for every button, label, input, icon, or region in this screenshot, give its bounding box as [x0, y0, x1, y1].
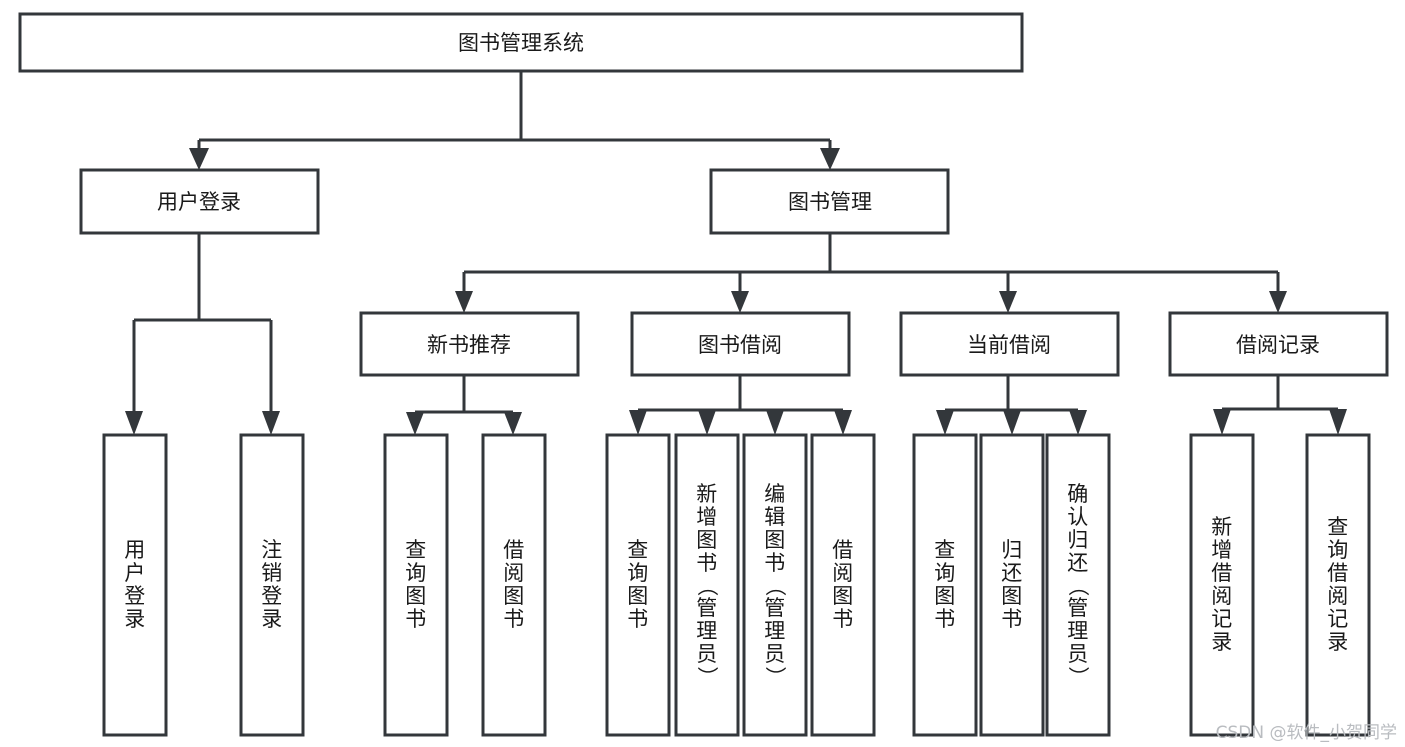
node-root-rect[interactable] — [18, 12, 1024, 73]
leaf-rect-book-borrow-1[interactable] — [605, 433, 671, 737]
leaf-rect-current-borrow-2[interactable] — [979, 433, 1045, 737]
arrow-head-br-leaf-1 — [1213, 409, 1231, 435]
node-book-manage-label: 图书管理 — [788, 190, 872, 214]
arrow-head-bb-leaf-3 — [766, 410, 784, 435]
arrow-head-cb-leaf-2 — [1003, 410, 1021, 435]
leaf-rect-book-borrow-4[interactable] — [810, 433, 876, 737]
arrow-head-new-book — [455, 291, 473, 313]
connector-group-root — [189, 71, 840, 170]
leaf-rect-borrow-record-1[interactable] — [1189, 433, 1255, 737]
arrow-head-book-borrow — [731, 291, 749, 313]
node-user-login[interactable]: 用户登录 — [79, 168, 320, 235]
leaf-rect-borrow-record-2[interactable] — [1305, 433, 1371, 737]
node-borrow-record-label: 借阅记录 — [1236, 333, 1320, 357]
leaf-rect-book-borrow-3[interactable] — [742, 433, 808, 737]
node-new-book-recommend-rect[interactable] — [359, 311, 580, 377]
arrow-head-br-leaf-2 — [1329, 409, 1347, 435]
leaf-rect-current-borrow-1[interactable] — [912, 433, 978, 737]
connector-group-book-borrow-leaves — [629, 375, 852, 435]
leaf-rect-new-book-1[interactable] — [383, 433, 449, 737]
node-current-borrow[interactable]: 当前借阅 — [899, 311, 1120, 377]
connector-group-borrow-record-leaves — [1213, 375, 1347, 435]
arrow-head-current-borrow — [999, 291, 1017, 313]
node-borrow-record-rect[interactable] — [1168, 311, 1389, 377]
node-book-borrow[interactable]: 图书借阅 — [630, 311, 851, 377]
node-current-borrow-rect[interactable] — [899, 311, 1120, 377]
arrow-head-ul-leaf-2 — [262, 411, 280, 435]
connector-group-new-book — [406, 375, 522, 435]
node-book-manage-rect[interactable] — [709, 168, 950, 235]
arrow-head-book-manage — [820, 148, 840, 170]
node-root-label: 图书管理系统 — [458, 31, 584, 55]
node-new-book-recommend-label: 新书推荐 — [427, 333, 511, 357]
arrow-head-bb-leaf-4 — [834, 410, 852, 435]
arrow-head-nb-leaf-1 — [406, 412, 424, 435]
node-user-login-rect[interactable] — [79, 168, 320, 235]
csdn-watermark: CSDN @软件_小贺同学 — [1215, 723, 1397, 743]
leaf-rect-book-borrow-2[interactable] — [674, 433, 740, 737]
arrow-head-cb-leaf-1 — [936, 410, 954, 435]
arrow-head-bb-leaf-2 — [698, 410, 716, 435]
leaf-rect-user-login-2[interactable] — [239, 433, 305, 737]
arrow-head-user-login — [189, 148, 209, 170]
arrow-head-bb-leaf-1 — [629, 410, 647, 435]
leaf-rect-user-login-1[interactable] — [102, 433, 168, 737]
node-root[interactable]: 图书管理系统 — [18, 12, 1024, 73]
leaf-rect-new-book-2[interactable] — [481, 433, 547, 737]
node-user-login-label: 用户登录 — [157, 190, 241, 214]
connector-group-user-login — [125, 233, 280, 435]
node-book-borrow-rect[interactable] — [630, 311, 851, 377]
node-book-manage[interactable]: 图书管理 — [709, 168, 950, 235]
connector-group-book-manage — [455, 233, 1287, 313]
node-new-book-recommend[interactable]: 新书推荐 — [359, 311, 580, 377]
arrow-head-cb-leaf-3 — [1069, 410, 1087, 435]
connector-group-current-borrow-leaves — [936, 375, 1087, 435]
leaf-rect-current-borrow-3[interactable] — [1045, 433, 1111, 737]
arrow-head-nb-leaf-2 — [504, 412, 522, 435]
arrow-head-borrow-record — [1269, 291, 1287, 313]
node-book-borrow-label: 图书借阅 — [698, 333, 782, 357]
node-borrow-record[interactable]: 借阅记录 — [1168, 311, 1389, 377]
node-current-borrow-label: 当前借阅 — [967, 333, 1051, 357]
arrow-head-ul-leaf-1 — [125, 411, 143, 435]
